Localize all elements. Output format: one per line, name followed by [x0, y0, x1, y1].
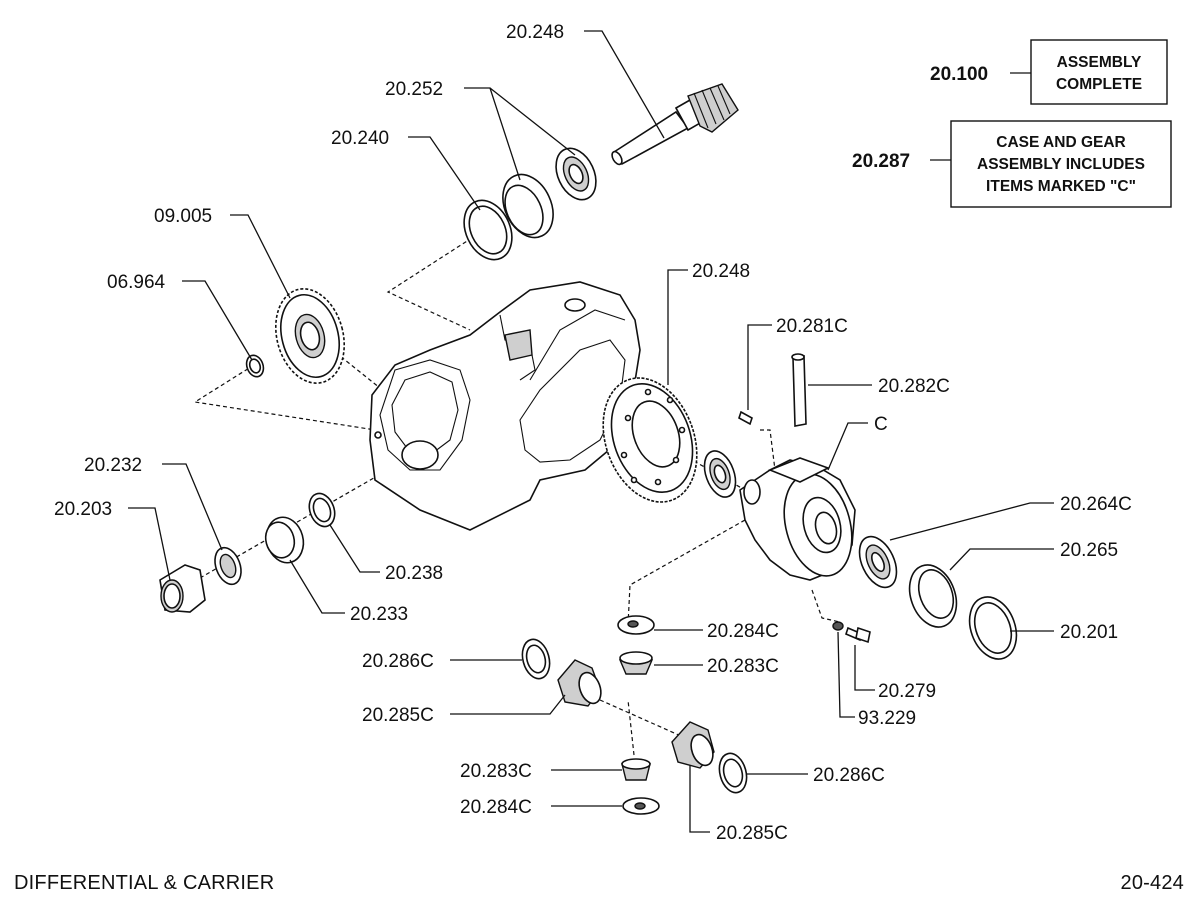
page-number: 20-424 — [1120, 872, 1184, 894]
side-gear-right — [671, 721, 715, 769]
label-20233: 20.233 — [350, 604, 408, 625]
label-20201: 20.201 — [1060, 622, 1118, 643]
assembly-complete-callout: 20.100 ASSEMBLY COMPLETE — [930, 39, 1168, 105]
label-20248-pinion: 20.248 — [506, 22, 564, 43]
case-bearing-right — [858, 535, 898, 589]
label-20284c-bottom: 20.284C — [460, 797, 532, 818]
carrier-housing — [369, 281, 641, 531]
label-20285c-left: 20.285C — [362, 705, 434, 726]
label-20232: 20.232 — [84, 455, 142, 476]
lock-pin — [738, 410, 753, 426]
assembly-line2: COMPLETE — [1056, 76, 1142, 93]
case-gear-box — [950, 120, 1172, 208]
pinion-bearing-cone — [555, 147, 597, 201]
side-gear-left — [557, 659, 602, 707]
assembly-complete-box — [1030, 39, 1168, 105]
part-labels: 20.248 20.252 20.240 09.005 06.964 20.24… — [54, 22, 1132, 844]
label-20248-ring: 20.248 — [692, 261, 750, 282]
snap-ring-small — [245, 354, 265, 378]
label-20281c: 20.281C — [776, 316, 848, 337]
case-bearing-cup-right — [908, 564, 958, 628]
label-20279: 20.279 — [878, 681, 936, 702]
bearing-cup-small — [264, 516, 305, 564]
thrust-washer-left — [521, 638, 551, 680]
label-20252: 20.252 — [385, 79, 443, 100]
label-20283c-bottom: 20.283C — [460, 761, 532, 782]
cross-shaft — [791, 353, 807, 427]
cap-screw — [845, 626, 871, 644]
case-gear-number: 20.287 — [852, 151, 910, 172]
pinion-mate-top — [618, 651, 654, 675]
assembly-line1: ASSEMBLY — [1057, 54, 1142, 71]
case-gear-callout: 20.287 CASE AND GEAR ASSEMBLY INCLUDES I… — [852, 120, 1172, 208]
label-20264c: 20.264C — [1060, 494, 1132, 515]
case-gear-line3: ITEMS MARKED "C" — [986, 178, 1136, 195]
shim-small — [308, 492, 336, 528]
thrust-washer-right — [718, 752, 748, 794]
label-20282c: 20.282C — [878, 376, 950, 397]
yoke-nut — [159, 564, 206, 613]
ring-gear — [602, 377, 698, 503]
pinion-mate-bottom — [621, 758, 651, 781]
label-20285c-bottom: 20.285C — [716, 823, 788, 844]
bearing-cone-small — [214, 546, 242, 586]
pinion-shim — [463, 199, 513, 261]
label-93229: 93.229 — [858, 708, 916, 729]
thrust-washer-top — [617, 615, 655, 635]
drive-pinion — [611, 83, 739, 166]
seal-ring-right — [968, 596, 1018, 660]
label-20240: 20.240 — [331, 128, 389, 149]
label-20203: 20.203 — [54, 499, 112, 520]
case-bearing-left — [703, 450, 737, 498]
label-20238: 20.238 — [385, 563, 443, 584]
case-gear-line1: CASE AND GEAR — [996, 134, 1125, 151]
label-c: C — [874, 414, 888, 435]
label-20286c-right: 20.286C — [813, 765, 885, 786]
label-20284c-top: 20.284C — [707, 621, 779, 642]
spur-gear — [274, 288, 346, 384]
differential-case — [739, 457, 856, 581]
label-09005: 09.005 — [154, 206, 212, 227]
diagram-title: DIFFERENTIAL & CARRIER — [14, 872, 275, 894]
thrust-washer-bottom — [622, 797, 660, 815]
assembly-number: 20.100 — [930, 64, 988, 85]
label-06964: 06.964 — [107, 272, 166, 293]
case-gear-line2: ASSEMBLY INCLUDES — [977, 156, 1145, 173]
label-20286c-left: 20.286C — [362, 651, 434, 672]
lock-washer — [832, 621, 844, 631]
label-20265: 20.265 — [1060, 540, 1118, 561]
leader-lines — [128, 30, 1054, 833]
label-20283c-top: 20.283C — [707, 656, 779, 677]
pinion-bearing-cup — [502, 173, 554, 239]
